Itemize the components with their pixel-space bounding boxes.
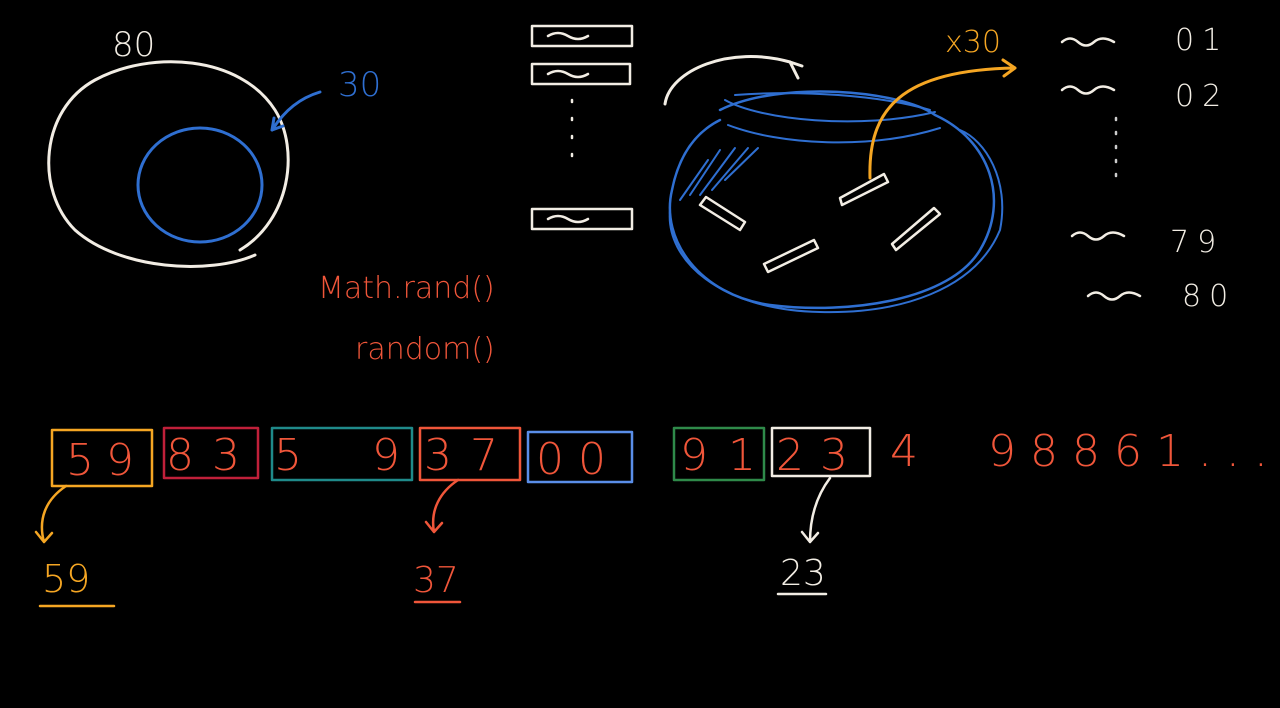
population-venn-diagram: 80 30	[47, 25, 381, 268]
draw-times-label: x30	[945, 25, 1001, 60]
random-digit-row: 59 83 59 37 00 91 23 4 98861...	[50, 426, 1280, 488]
digit-group: 00	[526, 430, 634, 485]
group-digits: 83	[166, 430, 258, 481]
selected-value: 37	[413, 560, 459, 601]
math-rand-label: Math.rand()	[318, 271, 495, 306]
select-arrow	[800, 476, 832, 544]
sample-circle	[136, 126, 264, 244]
draw-30-arrow	[868, 58, 1017, 180]
group-box	[418, 426, 522, 482]
digit-group: 83	[162, 426, 260, 481]
name-scribble	[1070, 231, 1126, 241]
list-number: 02	[1175, 79, 1229, 114]
group-box	[162, 426, 260, 480]
selection-arrows	[34, 476, 832, 544]
into-hat-arrow	[663, 55, 804, 106]
name-scribble	[1086, 291, 1142, 301]
sample-size-label: 30	[338, 65, 381, 105]
group-box	[50, 428, 154, 488]
group-digits: 59	[66, 435, 146, 486]
paper-slip	[838, 172, 890, 207]
drawing-hat: x30	[663, 25, 1017, 314]
selected-value: 23	[780, 553, 826, 594]
paper-slip	[530, 207, 634, 231]
random-label: random()	[355, 332, 495, 367]
select-arrow	[424, 478, 460, 534]
digit-group: 37	[418, 426, 522, 482]
paper-slips-stack	[530, 24, 634, 231]
paper-slip	[530, 62, 632, 86]
paper-slip	[530, 24, 634, 48]
group-box	[270, 426, 414, 482]
paper-slip	[890, 206, 942, 252]
group-digits: 23	[776, 430, 864, 481]
selected-sample: 59 37 23	[38, 553, 828, 608]
hat-outer-stroke	[668, 129, 1004, 314]
paper-slip	[762, 238, 820, 274]
sample-pointer-arrow	[270, 90, 322, 132]
slips-in-hat	[698, 172, 942, 274]
random-functions: Math.rand() random()	[318, 271, 495, 367]
selected-value: 59	[42, 557, 90, 601]
select-arrow	[34, 484, 68, 544]
slip-scribble	[546, 31, 590, 41]
digit-group: 59	[270, 426, 470, 482]
paper-slip	[698, 195, 747, 232]
hat-shading	[679, 147, 759, 201]
slip-scribble	[546, 69, 590, 79]
list-number: 79	[1170, 225, 1224, 260]
hat-outline	[668, 90, 996, 310]
name-scribble	[1060, 85, 1116, 95]
group-digits: 91	[680, 430, 776, 481]
remaining-digits: 4 98861...	[890, 426, 1280, 477]
group-digits: 37	[424, 430, 516, 481]
digit-group: 23	[770, 426, 872, 481]
list-number: 80	[1182, 279, 1236, 314]
slip-scribble	[546, 214, 590, 224]
list-number: 01	[1175, 23, 1229, 58]
group-box	[526, 430, 634, 484]
group-digits: 59	[274, 430, 470, 481]
group-box	[770, 426, 872, 478]
digit-group: 91	[672, 426, 776, 482]
group-digits: 00	[536, 434, 620, 485]
group-box	[672, 426, 766, 482]
population-size-label: 80	[112, 25, 155, 65]
hat-rim	[724, 92, 941, 144]
name-scribble	[1060, 37, 1116, 47]
numbered-population-list: 01 02 79 80	[1060, 23, 1236, 314]
digit-group: 59	[50, 428, 154, 488]
population-circle	[47, 60, 290, 268]
